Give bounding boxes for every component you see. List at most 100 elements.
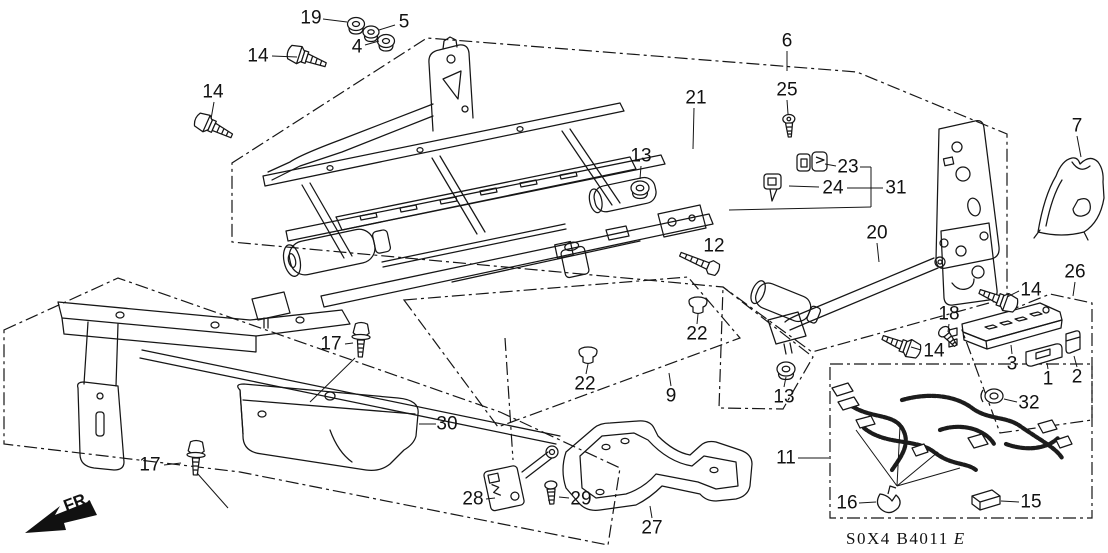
leader-line-22 bbox=[585, 363, 589, 375]
leader-line-28 bbox=[485, 497, 496, 500]
callout-1: 1 bbox=[1043, 369, 1054, 390]
bolt-12 bbox=[678, 251, 721, 277]
bolt-14c bbox=[978, 289, 1019, 313]
leader-line-32 bbox=[1003, 398, 1018, 403]
grommet-4 bbox=[376, 33, 396, 52]
bolt-14a bbox=[286, 44, 327, 68]
callout-17: 17 bbox=[320, 334, 341, 355]
slide-motor bbox=[282, 228, 392, 277]
clip-23 bbox=[796, 151, 828, 172]
zone-harness-11 bbox=[829, 363, 1093, 519]
leader-line-7 bbox=[1076, 135, 1082, 158]
bolt-14b bbox=[193, 112, 234, 139]
connector-15 bbox=[971, 489, 1001, 511]
leader-line-18 bbox=[947, 323, 950, 333]
leader-line-1 bbox=[1046, 362, 1049, 370]
leader-line-21 bbox=[692, 107, 695, 150]
leader-line-14 bbox=[271, 55, 298, 58]
callout-9: 9 bbox=[666, 386, 677, 407]
bolt-17a bbox=[351, 321, 371, 358]
callout-29: 29 bbox=[570, 489, 591, 510]
leader-line-3 bbox=[1010, 344, 1013, 355]
wire-harness bbox=[831, 382, 1073, 514]
leader-line-26 bbox=[1072, 281, 1076, 297]
leader-line-22 bbox=[696, 313, 699, 325]
cap-22b bbox=[578, 346, 598, 365]
callout-14: 14 bbox=[1020, 280, 1042, 301]
callout-4: 4 bbox=[352, 37, 363, 58]
callout-27: 27 bbox=[641, 518, 662, 539]
leader-line-4 bbox=[364, 40, 380, 46]
leader-line-17 bbox=[163, 462, 182, 466]
leader-line-20 bbox=[876, 242, 880, 263]
leader-line-2 bbox=[1073, 355, 1078, 368]
leader-line-19 bbox=[322, 18, 348, 23]
callout-23: 23 bbox=[837, 157, 858, 178]
callout-25: 25 bbox=[776, 80, 797, 101]
fr-arrow-icon bbox=[25, 501, 97, 533]
switch-knob-2 bbox=[1065, 330, 1081, 354]
callout-14: 14 bbox=[923, 341, 945, 362]
callout-15: 15 bbox=[1020, 492, 1041, 513]
leader-line-14 bbox=[1006, 290, 1020, 298]
callout-3: 3 bbox=[1007, 354, 1018, 375]
leader-line-25 bbox=[786, 99, 789, 115]
buckle-position-leader bbox=[504, 337, 514, 461]
screw-25 bbox=[782, 113, 796, 138]
callout-21: 21 bbox=[685, 88, 706, 109]
callout-26: 26 bbox=[1064, 262, 1085, 283]
leader-line-31 bbox=[728, 206, 872, 211]
riser-bracket bbox=[57, 301, 561, 471]
cap-22a bbox=[688, 296, 708, 315]
grommet-19 bbox=[346, 16, 366, 35]
bolt-14d bbox=[881, 335, 922, 359]
leader-line-9 bbox=[668, 372, 672, 387]
extra-leaders bbox=[196, 357, 356, 509]
callout-11: 11 bbox=[776, 448, 796, 469]
screw-29 bbox=[544, 480, 558, 505]
callout-2: 2 bbox=[1072, 367, 1083, 388]
callout-30: 30 bbox=[436, 414, 457, 435]
bolt-17b bbox=[186, 439, 206, 476]
callout-31: 31 bbox=[885, 178, 906, 199]
fasteners bbox=[186, 16, 1019, 476]
callout-22: 22 bbox=[686, 324, 707, 345]
leader-line-23 bbox=[824, 163, 837, 167]
leader-line-27 bbox=[649, 505, 653, 519]
callout-22: 22 bbox=[574, 374, 595, 395]
callout-28: 28 bbox=[462, 489, 483, 510]
callout-19: 19 bbox=[300, 8, 321, 29]
recline-motor bbox=[750, 280, 822, 324]
harness-clip-16 bbox=[876, 485, 901, 514]
callout-14: 14 bbox=[247, 46, 269, 67]
leader-line-13 bbox=[639, 165, 642, 180]
callout-5: 5 bbox=[399, 12, 410, 33]
lift-motor bbox=[588, 176, 657, 214]
buckle-sensor bbox=[483, 445, 559, 512]
leader-line-17 bbox=[344, 342, 354, 345]
leader-line-13 bbox=[783, 376, 787, 388]
leader-line-14 bbox=[910, 346, 922, 351]
recline-height-assembly bbox=[750, 120, 1000, 355]
callout-13: 13 bbox=[630, 146, 651, 167]
leader-line-29 bbox=[558, 496, 570, 499]
leader-line-15 bbox=[1000, 500, 1020, 503]
zone-main-tail bbox=[718, 285, 814, 410]
callout-13: 13 bbox=[773, 387, 794, 408]
center-floor-bracket bbox=[562, 420, 753, 511]
leader-line-5 bbox=[378, 24, 396, 31]
callout-12: 12 bbox=[703, 236, 724, 257]
grommet-13a bbox=[630, 180, 650, 200]
zone-riser-30 bbox=[3, 277, 621, 546]
seat-cover-bracket bbox=[1033, 157, 1105, 241]
leader-line-14 bbox=[210, 101, 215, 120]
gearbox bbox=[560, 241, 590, 279]
callout-18: 18 bbox=[938, 304, 959, 325]
leader-line-16 bbox=[858, 501, 877, 504]
callout-16: 16 bbox=[836, 493, 857, 514]
grommet-5 bbox=[362, 25, 380, 43]
callout-7: 7 bbox=[1072, 116, 1083, 137]
